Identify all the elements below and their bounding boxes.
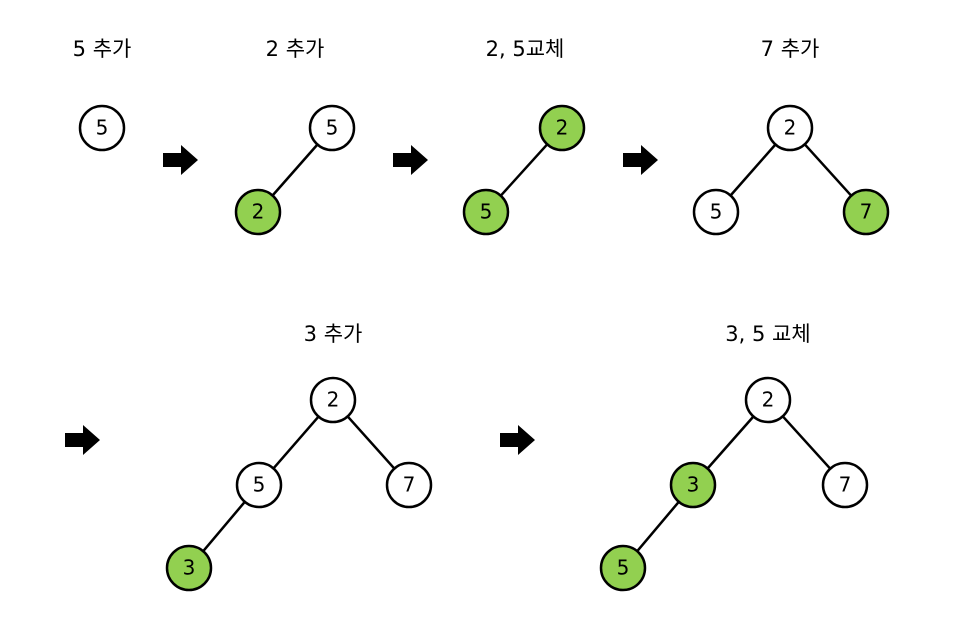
tree-node [821,461,869,509]
tree-node [744,376,792,424]
tree-node-value: 2 [784,116,797,140]
tree-edge [781,415,832,470]
tree-edge [729,143,777,197]
tree-node-value: 2 [327,388,340,412]
tree-node-highlighted [462,188,510,236]
tree-edge [271,143,319,197]
tree-node [385,461,433,509]
right-arrow-icon [65,425,100,455]
right-arrow-icon [163,145,198,175]
tree-node-value: 3 [183,556,196,580]
tree-node-highlighted [165,544,213,592]
tree-node-value: 5 [480,200,493,224]
tree-node-value: 5 [617,556,630,580]
tree-edge [706,415,755,470]
tree-node [766,104,814,152]
step-title: 3 추가 [304,322,363,346]
right-arrow-icon [500,425,535,455]
tree-node [692,188,740,236]
tree-node-value: 2 [556,116,569,140]
right-arrow-icon [393,145,428,175]
tree-node-value: 5 [253,473,266,497]
tree-node-highlighted [842,188,890,236]
tree-node-value: 2 [762,388,775,412]
tree-edge [803,143,853,197]
tree-node-value: 7 [860,200,873,224]
step-title: 2 추가 [266,37,325,61]
step-title: 7 추가 [761,37,820,61]
tree-node-highlighted [234,188,282,236]
right-arrow-icon [623,145,658,175]
tree-node-value: 7 [403,473,416,497]
step-title: 2, 5교체 [486,37,565,61]
tree-edge [636,501,680,552]
tree-node-value: 7 [839,473,852,497]
tree-edge [346,415,396,470]
tree-node [308,104,356,152]
tree-node-value: 3 [687,473,700,497]
tree-node-highlighted [538,104,586,152]
tree-node-value: 5 [96,116,109,140]
tree-edge [202,501,246,552]
tree-node [78,104,126,152]
tree-node-value: 5 [326,116,339,140]
tree-node [235,461,283,509]
tree-node-highlighted [599,544,647,592]
tree-node-value: 5 [710,200,723,224]
tree-node-highlighted [669,461,717,509]
step-title: 5 추가 [73,37,132,61]
tree-edge [499,143,549,197]
step-title: 3, 5 교체 [725,322,810,346]
tree-node [309,376,357,424]
tree-edge [272,415,320,470]
tree-node-value: 2 [252,200,265,224]
